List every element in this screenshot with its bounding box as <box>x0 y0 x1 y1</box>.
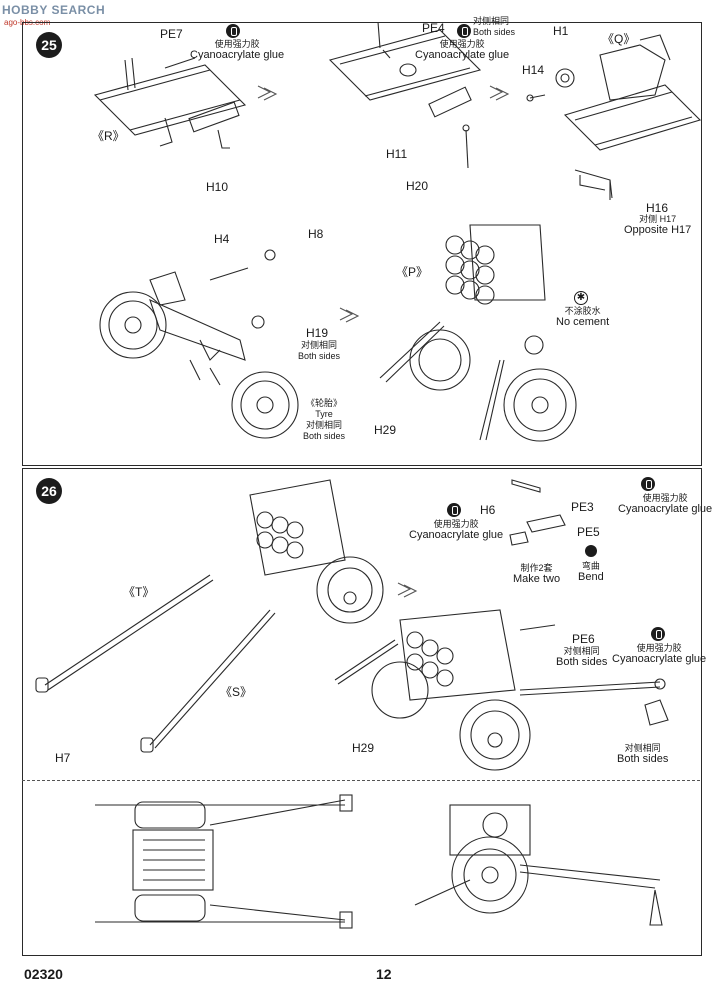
part-label-pe5: PE5 <box>577 525 600 539</box>
part-label-pe6: PE6 <box>572 632 595 646</box>
make-two-note: 制作2套 Make two <box>513 563 561 585</box>
part-label-s: 《S》 <box>220 685 253 699</box>
part-label-h14: H14 <box>522 63 545 77</box>
side-view-drawing <box>414 804 663 926</box>
glue-note-1: 使用强力胶 Cyanoacrylate glue <box>190 39 285 61</box>
h6-glue-note: 使用强力胶 Cyanoacrylate glue <box>409 519 504 541</box>
part-label-h29-step26: H29 <box>352 741 375 755</box>
glue-note-2: 使用强力胶 Cyanoacrylate glue <box>415 39 510 61</box>
part-label-q: 《Q》 <box>602 32 636 46</box>
no-cement-icon: ✱ <box>574 291 588 305</box>
part-label-h16: H16 <box>646 201 669 215</box>
chassis-frame-2 <box>328 21 482 169</box>
step-25-number: 25 <box>36 32 62 58</box>
h19-both-sides-note: 对侧相同 Both sides <box>298 340 341 361</box>
part-label-pe4: PE4 <box>422 21 445 35</box>
cyanoacrylate-glue-icon <box>447 503 461 517</box>
cyanoacrylate-glue-icon <box>226 24 240 38</box>
pe6-both-sides-note: 对侧相同 Both sides <box>556 646 608 668</box>
carriage-with-wheels-1 <box>99 249 299 439</box>
watermark-text: HOBBY SEARCH <box>2 3 106 17</box>
no-cement-note: 不涂胶水 No cement <box>556 306 610 328</box>
bend-note: 弯曲 Bend <box>578 561 604 583</box>
part-label-h19: H19 <box>306 326 329 340</box>
pe3-glue-note: 使用强力胶 Cyanoacrylate glue <box>618 493 713 515</box>
part-label-r: 《R》 <box>92 129 125 143</box>
launcher-with-trails <box>334 479 669 771</box>
pe6-glue-note: 使用强力胶 Cyanoacrylate glue <box>612 643 707 665</box>
cyanoacrylate-glue-icon <box>651 627 665 641</box>
chassis-frame-1 <box>93 57 247 149</box>
cyanoacrylate-glue-icon <box>457 24 471 38</box>
step-26-number: 26 <box>36 478 62 504</box>
part-label-p: 《P》 <box>396 265 429 279</box>
part-label-t: 《T》 <box>123 585 155 599</box>
opposite-h17-note: 对侧 H17 Opposite H17 <box>624 214 692 236</box>
launcher-with-rods <box>35 479 384 753</box>
part-label-h11: H11 <box>386 147 408 161</box>
part-label-h1: H1 <box>553 24 569 38</box>
bottom-both-sides-note: 对侧相同 Both sides <box>617 743 669 765</box>
page-number: 12 <box>376 966 392 982</box>
pe4-both-sides-note: 对侧相同 Both sides <box>473 16 516 37</box>
kit-code: 02320 <box>24 966 63 982</box>
part-label-h20: H20 <box>406 179 429 193</box>
part-label-pe3: PE3 <box>571 500 594 514</box>
view-separator <box>22 780 700 781</box>
cyanoacrylate-glue-icon <box>641 477 655 491</box>
part-label-h6: H6 <box>480 503 496 517</box>
chassis-frame-3 <box>526 34 702 200</box>
part-label-h29-step25: H29 <box>374 423 397 437</box>
step-26-panel <box>22 468 702 956</box>
part-label-h10: H10 <box>206 180 229 194</box>
part-label-pe7: PE7 <box>160 27 183 41</box>
part-label-h8: H8 <box>308 227 324 241</box>
tyre-note: 《轮胎》 Tyre 对侧相同 Both sides <box>303 398 346 441</box>
part-label-h4: H4 <box>214 232 230 246</box>
step-25-panel <box>22 22 702 466</box>
bend-icon <box>585 545 597 557</box>
top-view-drawing <box>95 794 353 929</box>
rocket-launcher-assembled <box>379 224 577 442</box>
part-label-h7: H7 <box>55 751 71 765</box>
